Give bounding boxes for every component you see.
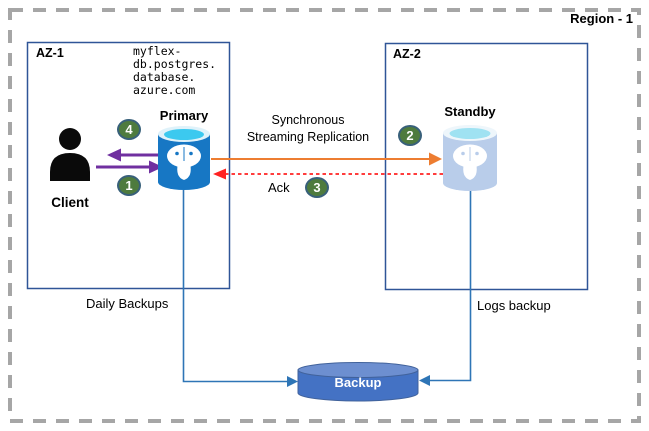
standby-label: Standby bbox=[444, 104, 496, 119]
az1-box bbox=[26, 41, 231, 290]
daily-backup-connector bbox=[182, 190, 298, 387]
backup-label: Backup bbox=[334, 375, 382, 390]
replication-arrow bbox=[211, 152, 442, 166]
primary-elephant-glyph bbox=[167, 144, 201, 180]
az1-label: AZ-1 bbox=[36, 46, 64, 60]
logs-backup-connector bbox=[419, 190, 472, 386]
step-badge-4: 4 bbox=[117, 119, 141, 140]
step-badge-1: 1 bbox=[117, 175, 141, 196]
fqdn-line-1: myflex- bbox=[133, 44, 182, 58]
client-label: Client bbox=[51, 195, 89, 210]
primary-database-icon bbox=[158, 126, 210, 190]
backup-store-icon bbox=[297, 362, 419, 402]
primary-label: Primary bbox=[159, 108, 209, 123]
replication-label-line1: Synchronous bbox=[271, 113, 345, 127]
standby-database-icon bbox=[443, 125, 497, 191]
az2-box bbox=[384, 42, 589, 291]
client-request-arrow bbox=[96, 160, 163, 174]
fqdn-line-4: azure.com bbox=[133, 83, 196, 97]
fqdn-line-3: database. bbox=[133, 70, 196, 84]
replication-label-line2: Streaming Replication bbox=[246, 130, 370, 144]
fqdn-line-2: db.postgres. bbox=[133, 57, 217, 71]
step-badge-3: 3 bbox=[305, 177, 329, 198]
ack-arrow bbox=[213, 168, 443, 180]
replication-label: Synchronous Streaming Replication bbox=[233, 112, 383, 146]
standby-elephant-glyph bbox=[453, 144, 487, 180]
primary-fqdn: myflex- db.postgres. database. azure.com bbox=[133, 45, 216, 97]
region-border bbox=[8, 8, 641, 423]
client-response-arrow bbox=[107, 148, 160, 162]
step-badge-2: 2 bbox=[398, 125, 422, 146]
region-label: Region - 1 bbox=[570, 11, 633, 26]
client-icon bbox=[50, 128, 90, 181]
ack-label: Ack bbox=[268, 180, 290, 195]
logs-backup-label: Logs backup bbox=[477, 298, 551, 313]
daily-backups-label: Daily Backups bbox=[86, 296, 169, 311]
az2-label: AZ-2 bbox=[393, 47, 421, 61]
